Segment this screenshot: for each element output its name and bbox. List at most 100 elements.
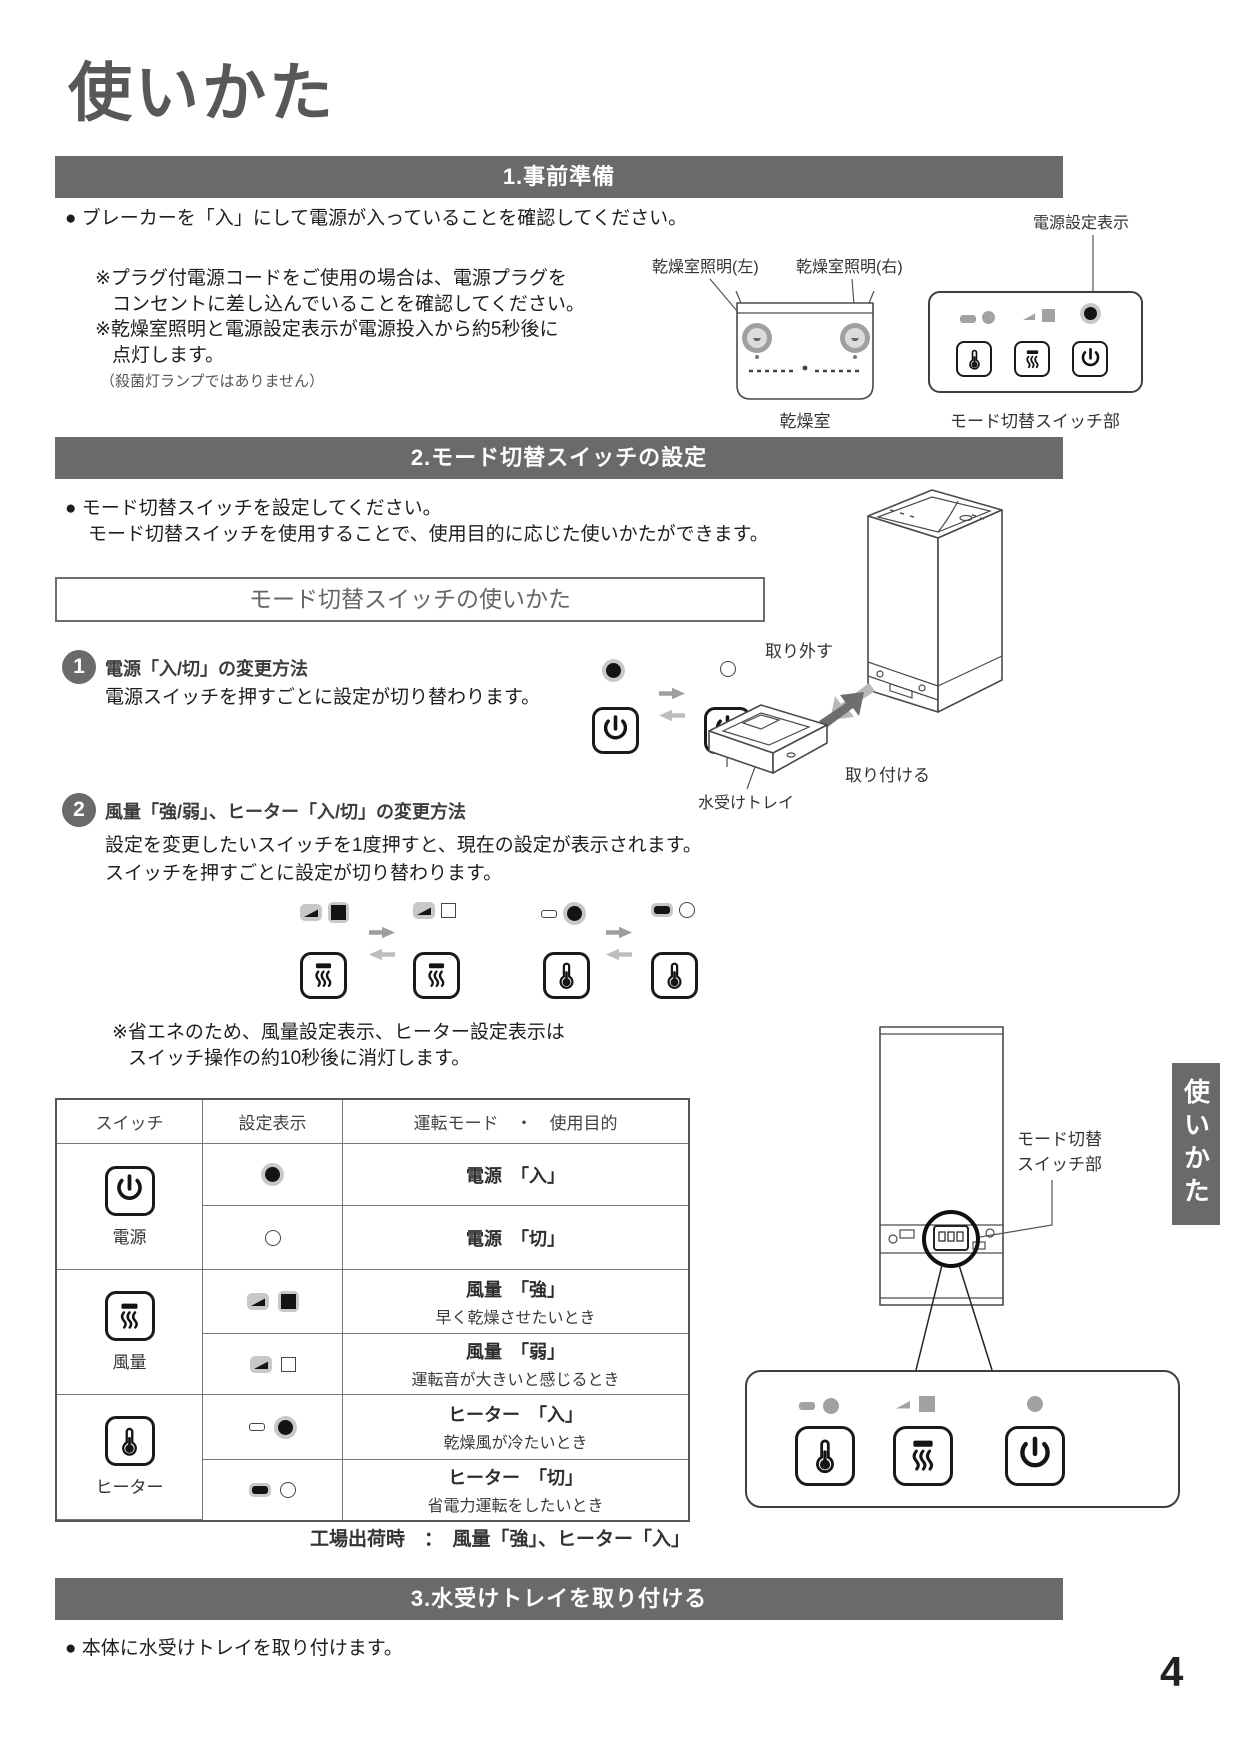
mode-desc: 省電力運転をしたいとき — [427, 1498, 604, 1515]
switch-heater-label: ヒーター — [95, 1478, 164, 1497]
switch-power-label: 電源 — [112, 1227, 147, 1247]
dryer-body-3d-illustration — [867, 489, 1003, 713]
section1-diagram: 電源設定表示 乾燥室照明(左) 乾燥室照明(右) 乾燥室 — [640, 195, 1160, 445]
heater-off-indicators — [651, 902, 695, 918]
heater-on-indicator-off — [280, 1482, 296, 1498]
table-header-mode: 運転モード ・ 使用目的 — [343, 1100, 688, 1144]
mode-fan-strong: 風量 「強」 早く乾燥させたいとき — [343, 1270, 688, 1334]
heater-on-indicator-off — [679, 902, 695, 918]
arrow-left-icon — [658, 709, 686, 722]
fan-button — [893, 1426, 953, 1486]
mode-switch-panel-small — [928, 291, 1143, 393]
page-number: 4 — [1160, 1648, 1184, 1695]
section2-bullet1b: モード切替スイッチを使用することで、使用目的に応じた使いかたができます。 — [88, 524, 769, 545]
tray-attach-illustration: 取り外す 取り付ける 水受けトレイ — [695, 475, 1175, 825]
remove-attach-arrows-icon — [819, 683, 875, 729]
fan-weak-indicators — [413, 902, 456, 919]
tray-label: 水受けトレイ — [698, 795, 795, 812]
power-on-indicator-lit — [602, 659, 625, 682]
section1-note2b: 点灯します。 — [112, 345, 225, 366]
step1-number: 1 — [62, 650, 96, 684]
power-indicator-label: 電源設定表示 — [1033, 215, 1130, 232]
mode-power-off: 電源 「切」 — [343, 1206, 688, 1270]
fan-button — [104, 1291, 155, 1341]
mode-switch-panel-label-line2: スイッチ部 — [1017, 1155, 1102, 1174]
chamber-lamp-left — [742, 323, 772, 359]
heater-off-indicator — [799, 1402, 815, 1410]
lamp-left-label: 乾燥室照明(左) — [652, 259, 759, 276]
section1-note1b: コンセントに差し込んでいることを確認してください。 — [112, 294, 585, 315]
fan-weak-indicator-lit — [249, 1355, 272, 1373]
heater-off-indicator-off — [248, 1423, 265, 1431]
remove-label: 取り外す — [765, 642, 833, 661]
fan-weak-indicator — [1022, 311, 1036, 321]
section1-note1: ※プラグ付電源コードをご使用の場合は、電源プラグを — [95, 268, 567, 289]
chamber-lamp-right — [840, 323, 870, 359]
table-header-switch: スイッチ — [57, 1100, 203, 1144]
drip-tray-illustration — [708, 704, 828, 774]
switch-fan-label: 風量 — [112, 1353, 147, 1372]
eco-note1: ※省エネのため、風量設定表示、ヒーター設定表示は — [112, 1022, 565, 1043]
heater-off-indicator-lit — [651, 903, 673, 917]
fan-weak-indicator — [895, 1398, 911, 1410]
power-on-dot — [606, 663, 621, 678]
mode-switch-panel-label-line1: モード切替 — [1017, 1130, 1102, 1149]
drying-chamber-illustration — [735, 291, 875, 400]
arrow-left-icon — [605, 948, 633, 961]
fan-strong-indicator-off — [280, 1356, 296, 1372]
section1-header-bar: 1.事前準備 — [55, 156, 1063, 198]
power-set-indicator — [1027, 1396, 1043, 1412]
step2-number: 2 — [62, 793, 96, 827]
mode-desc: 運転音が大きいと感じるとき — [411, 1372, 620, 1389]
section2-bullet1: ● モード切替スイッチを設定してください。 — [65, 498, 442, 519]
mode-switch-usage-box-title: モード切替スイッチの使いかた — [55, 577, 765, 622]
table-header-indicator: 設定表示 — [203, 1100, 343, 1144]
mode-title: ヒーター 「入」 — [448, 1405, 583, 1425]
mode-heater-off: ヒーター 「切」 省電力運転をしたいとき — [343, 1460, 688, 1520]
eco-note2: スイッチ操作の約10秒後に消灯します。 — [128, 1048, 471, 1069]
mode-heater-on: ヒーター 「入」 乾燥風が冷たいとき — [343, 1395, 688, 1460]
mode-fan-weak: 風量 「弱」 運転音が大きいと感じるとき — [343, 1334, 688, 1395]
magnifier-circle — [922, 1210, 980, 1268]
fan-button-strong — [300, 952, 347, 999]
step2-body1: 設定を変更したいスイッチを1度押すと、現在の設定が表示されます。 — [105, 835, 702, 856]
power-set-indicator-lit — [1080, 303, 1101, 324]
mode-title: 電源 「切」 — [466, 1228, 565, 1249]
switch-power: 電源 — [57, 1144, 203, 1270]
indicator-fan-strong — [203, 1270, 343, 1334]
heater-button-off — [651, 952, 698, 999]
heater-on-indicator — [823, 1398, 839, 1414]
heater-off-indicator-off — [541, 909, 557, 918]
heater-button — [795, 1426, 855, 1486]
factory-default-note: 工場出荷時 ： 風量「強」、ヒーター「入」 — [309, 1529, 690, 1550]
mode-title: 風量 「弱」 — [466, 1342, 565, 1362]
step1-body: 電源スイッチを押すごとに設定が切り替わります。 — [105, 687, 541, 708]
arrow-right-icon — [368, 926, 396, 939]
mode-table: スイッチ 設定表示 運転モード ・ 使用目的 電源 電源 「入」 電源 「切」 … — [55, 1098, 690, 1522]
panel-label-leader — [979, 1180, 1053, 1238]
section1-note2: ※乾燥室照明と電源設定表示が電源投入から約5秒後に — [95, 319, 559, 340]
mode-title: 風量 「強」 — [466, 1279, 565, 1300]
page-title: 使いかた — [68, 57, 336, 129]
mode-desc: 乾燥風が冷たいとき — [443, 1435, 588, 1452]
switch-heater: ヒーター — [57, 1395, 203, 1520]
mode-switch-location-illustration: モード切替 スイッチ部 — [740, 1020, 1200, 1515]
indicator-power-off — [203, 1206, 343, 1270]
power-button — [1005, 1426, 1065, 1486]
mode-switch-detail — [933, 1225, 969, 1251]
arrow-left-icon — [368, 948, 396, 961]
power-button — [1072, 341, 1108, 377]
fan-strong-indicator-off — [441, 903, 456, 918]
power-button-on — [592, 707, 639, 754]
heater-on-indicator — [982, 311, 995, 324]
fan-strong-indicator — [1042, 309, 1055, 322]
step1-title: 電源「入/切」の変更方法 — [105, 659, 308, 679]
chamber-label: 乾燥室 — [779, 412, 831, 431]
heater-off-indicator-lit — [249, 1483, 271, 1497]
power-on-indicator-lit — [261, 1163, 284, 1186]
indicator-fan-weak — [203, 1334, 343, 1395]
arrow-right-icon — [605, 926, 633, 939]
mode-desc: 早く乾燥させたいとき — [435, 1309, 596, 1327]
power-off-indicator — [264, 1229, 281, 1246]
arrow-right-icon — [658, 687, 686, 700]
